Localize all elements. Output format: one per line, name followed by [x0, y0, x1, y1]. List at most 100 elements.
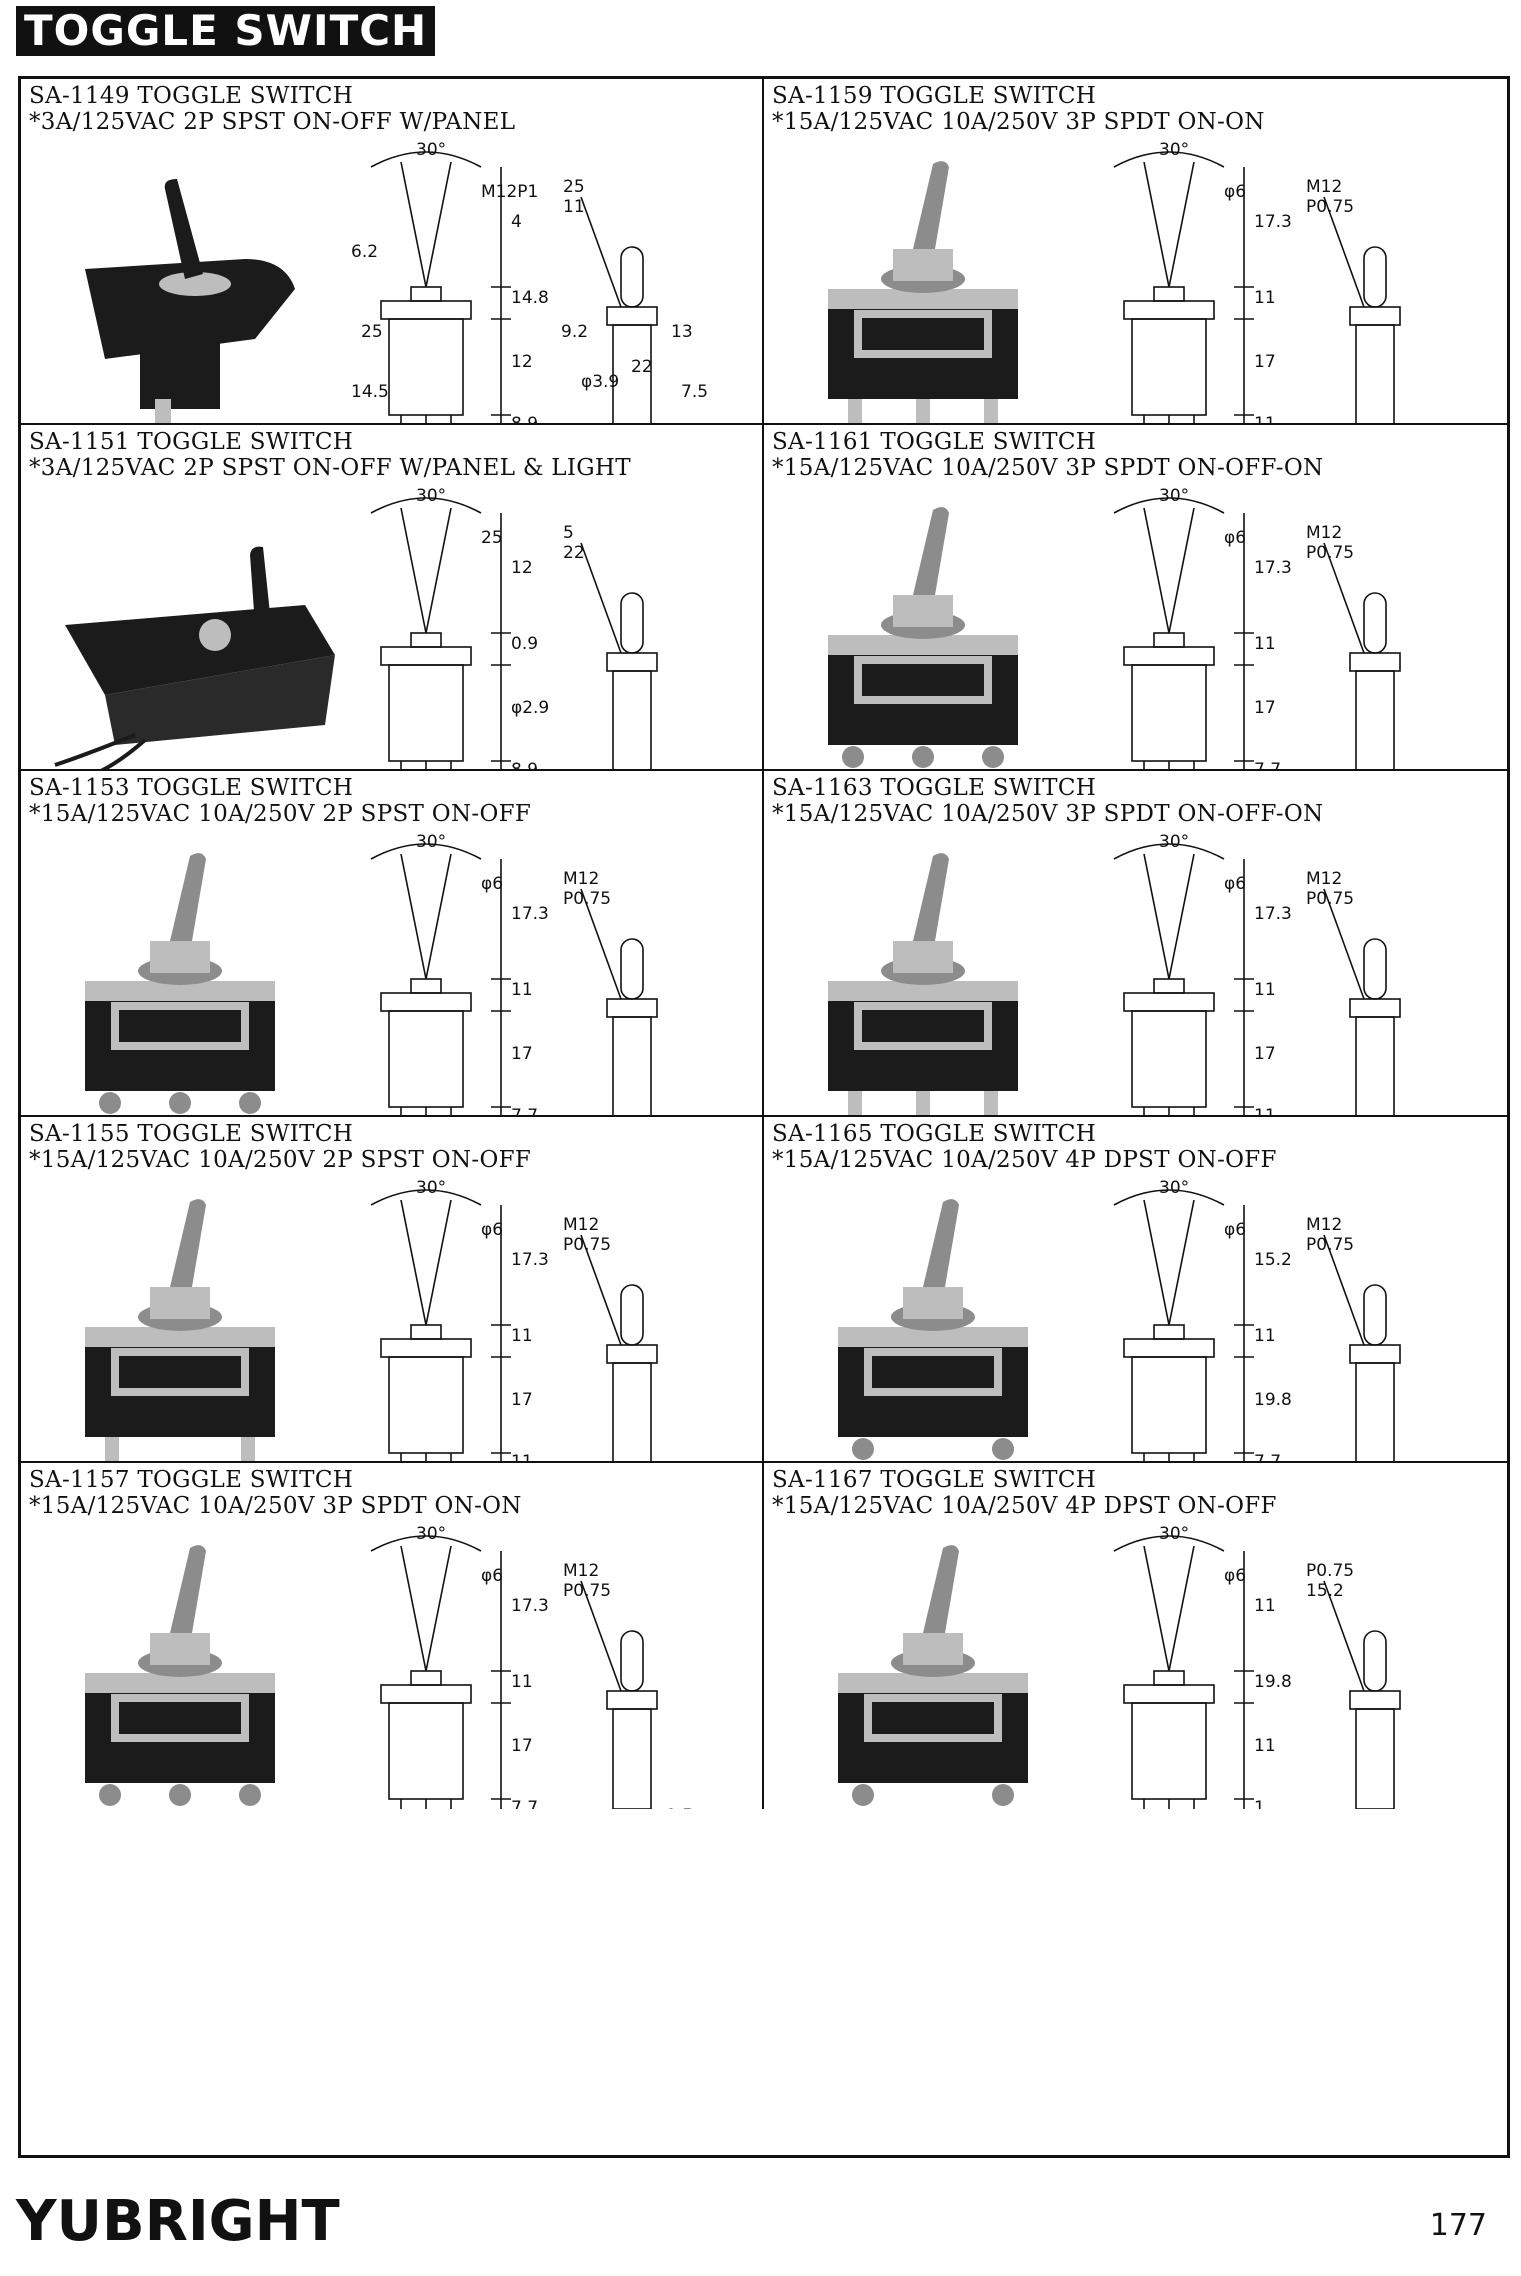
dimension-label: 5 — [563, 523, 574, 543]
switch-photo-illustration — [828, 853, 1018, 1115]
dimension-label: 19.8 — [1254, 1672, 1292, 1692]
dimension-label: 17 — [1254, 698, 1276, 718]
dimension-label: 17 — [511, 1736, 533, 1756]
dimension-label: M12 — [1306, 869, 1342, 889]
dimension-label: 25 — [481, 528, 503, 548]
product-photo — [788, 1533, 1088, 1809]
dimension-label: 11 — [563, 197, 585, 217]
dimension-label: 1.5 — [666, 1114, 693, 1117]
dimension-label: φ2.9 — [511, 698, 549, 718]
switch-product-cell: SA-1153 TOGGLE SWITCH*15A/125VAC 10A/250… — [21, 771, 764, 1117]
product-spec: *15A/125VAC 10A/250V 2P SPST ON-OFF — [29, 801, 532, 827]
dimension-label: 17 — [1254, 1044, 1276, 1064]
dimension-label: 30° — [416, 140, 446, 160]
product-spec: *15A/125VAC 10A/250V 4P DPST ON-OFF — [772, 1147, 1277, 1173]
product-header: SA-1149 TOGGLE SWITCH*3A/125VAC 2P SPST … — [29, 83, 515, 135]
product-model: SA-1161 TOGGLE SWITCH — [772, 429, 1097, 455]
dimension-label: M12 — [563, 1561, 599, 1581]
dimension-label: 17 — [1254, 352, 1276, 372]
switch-product-cell: SA-1149 TOGGLE SWITCH*3A/125VAC 2P SPST … — [21, 79, 764, 425]
dimension-label: 11 — [1254, 288, 1276, 308]
dimension-label: 30° — [416, 486, 446, 506]
product-photo — [45, 495, 345, 769]
dimension-label: 11 — [511, 1326, 533, 1346]
dimension-label: 30° — [1159, 1524, 1189, 1544]
dimension-label: 11 — [1254, 414, 1276, 425]
dimension-label: 7.7 — [511, 1798, 538, 1809]
product-header: SA-1163 TOGGLE SWITCH*15A/125VAC 10A/250… — [772, 775, 1323, 827]
product-header: SA-1153 TOGGLE SWITCH*15A/125VAC 10A/250… — [29, 775, 531, 827]
dimension-label: 15.2 — [1306, 1581, 1344, 1601]
dimension-label: 1.5 — [1409, 768, 1436, 771]
dimension-label: 7.7 — [511, 1106, 538, 1117]
product-header: SA-1155 TOGGLE SWITCH*15A/125VAC 10A/250… — [29, 1121, 531, 1173]
dimension-label: 1.5 — [1409, 422, 1436, 425]
product-spec: *15A/125VAC 10A/250V 3P SPDT ON-ON — [772, 109, 1265, 135]
dimension-label: φ6 — [481, 874, 503, 894]
dimension-label: 6 — [666, 422, 677, 425]
dimension-label: 14.5 — [351, 382, 389, 402]
dimension-label: P0.75 — [563, 1235, 611, 1255]
switch-photo-illustration — [828, 161, 1018, 423]
product-spec: *3A/125VAC 2P SPST ON-OFF W/PANEL — [29, 109, 516, 135]
switch-photo-illustration — [838, 1199, 1028, 1460]
dimension-label: M12 — [1306, 523, 1342, 543]
dimension-label: 12 — [511, 558, 533, 578]
switch-photo-illustration — [838, 1545, 1028, 1806]
dimension-label: φ6 — [481, 1566, 503, 1586]
dimension-label: 9.2 — [561, 322, 588, 342]
dimension-label: 25 — [361, 322, 383, 342]
product-spec: *15A/125VAC 10A/250V 4P DPST ON-OFF — [772, 1493, 1277, 1519]
dimension-label: 1 — [1254, 1798, 1265, 1809]
dimension-label: 7.7 — [1254, 760, 1281, 771]
dimension-label: 12 — [511, 352, 533, 372]
dimension-label: 11 — [1254, 1106, 1276, 1117]
dimension-label: 19.8 — [1254, 1390, 1292, 1410]
product-model: SA-1153 TOGGLE SWITCH — [29, 775, 354, 801]
dimension-label: 0.9 — [511, 634, 538, 654]
product-photo — [788, 1187, 1088, 1461]
switch-product-cell: SA-1151 TOGGLE SWITCH*3A/125VAC 2P SPST … — [21, 425, 764, 771]
product-photo — [45, 841, 345, 1115]
product-model: SA-1165 TOGGLE SWITCH — [772, 1121, 1097, 1147]
dimension-label: 17.3 — [511, 1250, 549, 1270]
switch-photo-illustration — [85, 853, 275, 1114]
dimension-label: 30° — [1159, 832, 1189, 852]
dimension-label: 19.8 — [1409, 1460, 1447, 1463]
dimension-label: 17.3 — [1254, 212, 1292, 232]
dimension-label: φ6 — [1224, 528, 1246, 548]
product-header: SA-1161 TOGGLE SWITCH*15A/125VAC 10A/250… — [772, 429, 1323, 481]
dimension-label: 25 — [666, 768, 688, 771]
dimension-label: φ3.9 — [581, 372, 619, 392]
dimension-label: 14.8 — [511, 288, 549, 308]
dimension-label: P0.75 — [563, 1581, 611, 1601]
dimension-label: 11 — [511, 1452, 533, 1463]
product-model: SA-1163 TOGGLE SWITCH — [772, 775, 1097, 801]
dimension-label: 6.2 — [351, 242, 378, 262]
dimension-label: 30° — [416, 1524, 446, 1544]
product-model: SA-1151 TOGGLE SWITCH — [29, 429, 354, 455]
dimension-label: M12 — [1306, 1215, 1342, 1235]
switch-product-cell: SA-1157 TOGGLE SWITCH*15A/125VAC 10A/250… — [21, 1463, 764, 1809]
switch-catalog-grid: SA-1149 TOGGLE SWITCH*3A/125VAC 2P SPST … — [18, 76, 1510, 2158]
switch-product-cell: SA-1161 TOGGLE SWITCH*15A/125VAC 10A/250… — [764, 425, 1507, 771]
dimension-label: 13 — [671, 322, 693, 342]
dimension-label: P0.75 — [1306, 197, 1354, 217]
dimension-label: 22 — [631, 357, 653, 377]
dimension-label: 7.7 — [1254, 1452, 1281, 1463]
dimension-label: 22 — [563, 543, 585, 563]
product-spec: *15A/125VAC 10A/250V 2P SPST ON-OFF — [29, 1147, 532, 1173]
product-header: SA-1165 TOGGLE SWITCH*15A/125VAC 10A/250… — [772, 1121, 1277, 1173]
product-model: SA-1167 TOGGLE SWITCH — [772, 1467, 1097, 1493]
dimension-label: φ6 — [1224, 1566, 1246, 1586]
dimension-label: 0.8 — [581, 422, 608, 425]
product-model: SA-1155 TOGGLE SWITCH — [29, 1121, 354, 1147]
switch-product-cell: SA-1165 TOGGLE SWITCH*15A/125VAC 10A/250… — [764, 1117, 1507, 1463]
